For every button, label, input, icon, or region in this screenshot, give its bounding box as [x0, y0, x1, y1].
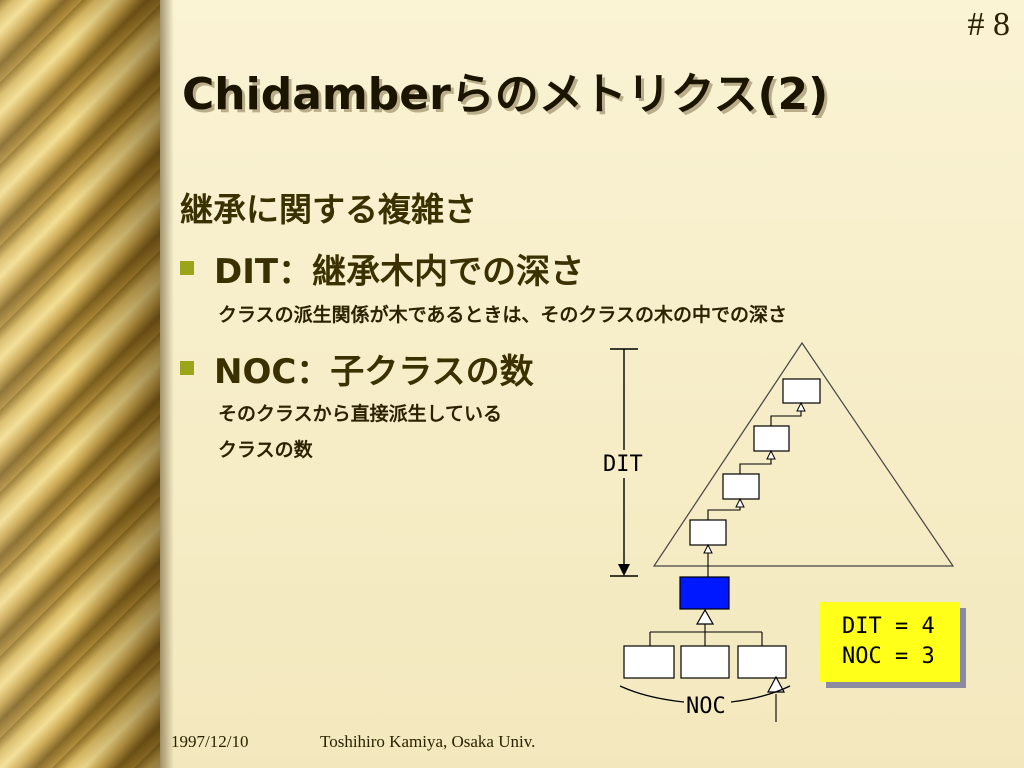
slide-title: Chidamberらのメトリクス(2)	[182, 69, 829, 120]
bullet-square-icon	[180, 360, 194, 375]
noc-value-text: NOC = 3	[842, 644, 935, 669]
bullet-noc-description-line1: そのクラスから直接派生している	[218, 403, 503, 425]
pillar-shadow-edge	[160, 0, 174, 768]
dit-label: DIT	[603, 452, 643, 477]
child-class-box-3	[737, 645, 787, 679]
class-box-root	[782, 378, 821, 404]
decorative-pillar	[0, 0, 160, 768]
class-box-level4	[689, 519, 727, 546]
footer-date: 1997/12/10	[171, 732, 249, 751]
noc-brace	[619, 685, 685, 703]
section-heading: 継承に関する複雑さ	[180, 190, 477, 229]
dit-value-text: DIT = 4	[842, 614, 935, 639]
pillar-shading	[0, 0, 160, 768]
class-box-level3	[722, 473, 760, 500]
bullet-dit-label: DIT：継承木内での深さ	[214, 252, 585, 292]
child-class-box-1	[623, 645, 675, 679]
slide-number: # 8	[967, 6, 1011, 43]
bullet-dit: DIT：継承木内での深さ	[180, 244, 584, 293]
noc-label: NOC	[686, 694, 726, 719]
dit-arrow-head	[618, 564, 630, 576]
child-class-box-2	[680, 645, 730, 679]
class-box-level2	[753, 425, 790, 452]
metrics-result-box: DIT = 4 NOC = 3	[820, 602, 960, 682]
bullet-noc-description-line2: クラスの数	[218, 439, 313, 461]
target-class-box	[679, 576, 730, 610]
bullet-square-icon	[180, 260, 194, 275]
bullet-noc-label: NOC：子クラスの数	[214, 352, 534, 392]
inheritance-link-2-1	[770, 411, 802, 426]
footer-author: Toshihiro Kamiya, Osaka Univ.	[320, 732, 536, 751]
inheritance-tree-triangle	[652, 341, 955, 567]
inheritance-link-4-3	[707, 507, 741, 520]
bullet-dit-description: クラスの派生関係が木であるときは、そのクラスの木の中での深さ	[218, 304, 788, 326]
bullet-noc: NOC：子クラスの数	[180, 344, 534, 393]
inheritance-link-3-2	[739, 459, 772, 474]
